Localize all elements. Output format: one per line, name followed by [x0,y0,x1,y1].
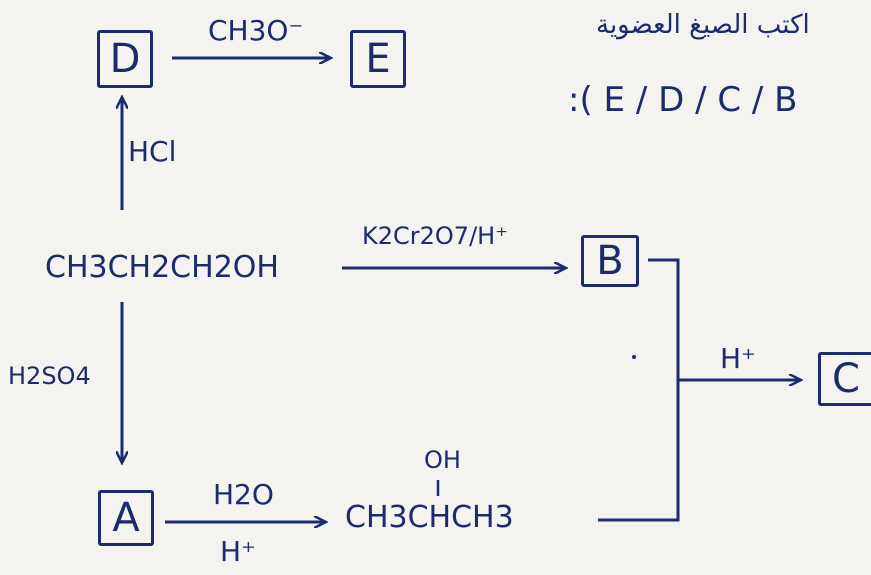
compound-c-box: C [818,352,871,406]
reagent-acid-bottom: H⁺ [220,535,256,568]
instruction-line-2: :( E / D / C / B [568,80,798,120]
instruction-line-1: اكتب الصيغ العضوية [596,10,810,40]
compound-b-label: B [596,238,624,284]
reagent-hcl: HCl [128,135,177,168]
reagent-acid-to-c: H⁺ [720,342,756,375]
isopropanol-oh: OH [424,446,461,474]
compound-isopropanol: CH3CHCH3 [345,500,514,535]
compound-b-box: B [581,235,639,287]
compound-a-box: A [98,490,154,546]
compound-propanol: CH3CH2CH2OH [45,250,279,285]
reagent-water: H2O [213,478,274,511]
compound-d-box: D [97,30,153,88]
reagent-dichromate: K2Cr2O7/H⁺ [362,222,508,250]
compound-e-label: E [365,36,391,82]
compound-c-label: C [832,356,860,402]
stray-dot [632,355,636,359]
compound-a-label: A [112,495,140,541]
compound-d-label: D [109,36,141,82]
reagent-methoxide: CH3O⁻ [208,14,304,47]
reagent-sulfuric-acid: H2SO4 [8,362,91,390]
bracket-to-c [598,258,680,522]
compound-e-box: E [350,30,406,88]
